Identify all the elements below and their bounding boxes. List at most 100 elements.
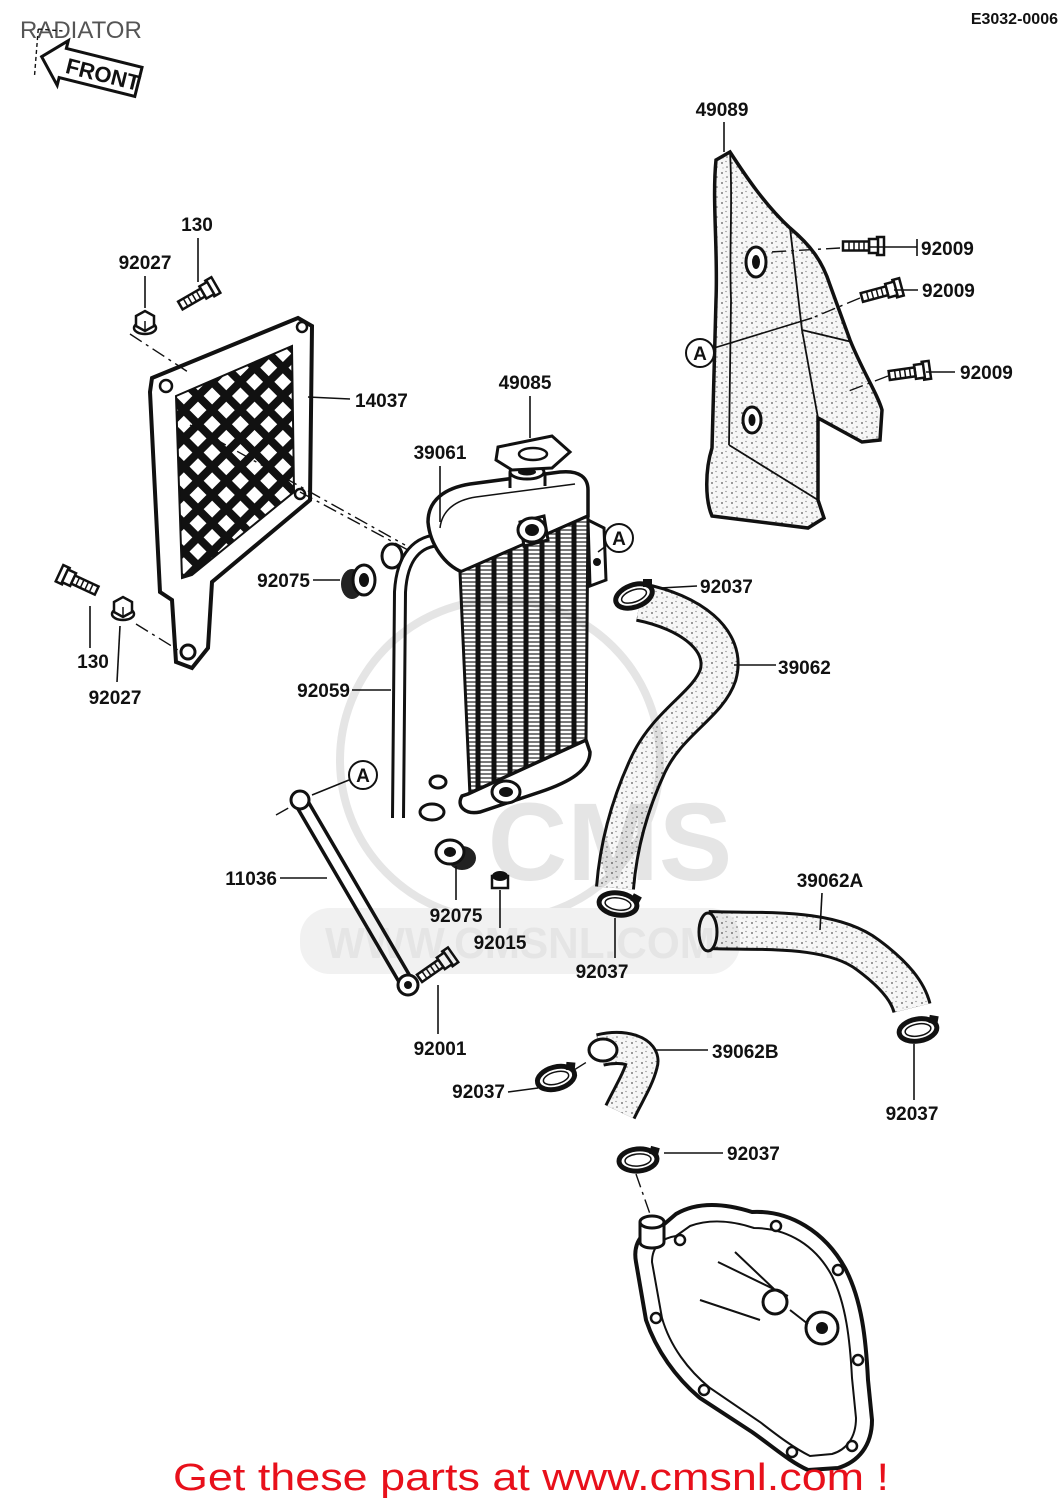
shroud-hole-upper-inner: [752, 255, 760, 269]
reference-circle: [685, 338, 715, 368]
cap-seal: [494, 434, 573, 472]
label-clamp-hose-b: 92037: [452, 1082, 505, 1103]
reference-mark-a-radiator: A: [597, 523, 634, 553]
shroud-bolt-1: [841, 235, 886, 257]
watermark-url-band: [300, 908, 740, 974]
label-rubber-mount-upper: 92075: [257, 571, 310, 592]
label-hose-a: 39062A: [797, 871, 864, 892]
shroud-bolt-guide-2: [811, 297, 861, 319]
hose-upper-surface: [598, 585, 737, 890]
leader-clamp-hose-b: [507, 1087, 539, 1093]
radiator-upper-outlet-bore: [525, 524, 539, 536]
pump-bolt-hole: [769, 1219, 783, 1233]
watermark: CMS WWW.CMSNL.COM: [300, 596, 740, 974]
grille-guide-bottom: [135, 623, 179, 651]
radiator-grille: [147, 315, 315, 671]
hose-b-surface: [596, 1033, 657, 1119]
hose-b-opening: [587, 1037, 619, 1063]
grille-nut-top: [132, 309, 158, 336]
rubber-mount-lower-bore: [444, 847, 456, 857]
radiator-grommet-ring: [380, 542, 404, 570]
pump-clamp-guide: [635, 1173, 651, 1215]
label-radiator: 39061: [414, 443, 467, 464]
radiator-hose-upper: [595, 582, 740, 890]
leader-hose-a: [819, 892, 823, 931]
grille-mesh: [174, 344, 296, 580]
reference-circle: [604, 523, 634, 553]
stay-hole-top: [289, 789, 311, 811]
grille-bolt-top: [174, 275, 222, 315]
leader-clamp-upper: [659, 585, 698, 589]
shroud-bolt-guide-1: [769, 247, 841, 253]
label-clamp-upper: 92037: [700, 577, 753, 598]
leader-nut-bottom: [116, 625, 121, 683]
radiator-mount-loop-upper: [428, 774, 448, 790]
leader-grille: [307, 396, 351, 400]
grille-nut-bottom: [110, 595, 136, 622]
reference-line: [713, 317, 813, 349]
radiator-hose-b: [587, 1030, 660, 1120]
rubber-mount-upper: [341, 563, 377, 599]
reference-letter: A: [693, 344, 707, 365]
reference-circle: [348, 760, 378, 790]
radiator-lower-outlet-bore: [499, 787, 513, 797]
radiator-top-tank-contour: [439, 483, 576, 529]
label-clamp-pump: 92037: [727, 1144, 780, 1165]
radiator-core: [380, 463, 608, 822]
pump-boss-right-bore: [816, 1322, 828, 1334]
label-nut-top: 92027: [119, 253, 172, 274]
pump-cover-ribs: [699, 1251, 809, 1325]
radiator-side-tab: [586, 517, 608, 589]
front-arrow-shape: [39, 37, 144, 99]
radiator-tubes: [475, 522, 577, 792]
label-bolt-bottom: 130: [77, 652, 109, 673]
front-arrow-guide: [33, 28, 63, 78]
label-overflow-pipe: 92059: [297, 681, 350, 702]
label-grille: 14037: [355, 391, 408, 412]
reference-mark-a-shroud: A: [685, 317, 813, 368]
label-shroud-bolt-1: 92009: [921, 239, 974, 260]
pump-outlet-opening: [638, 1214, 666, 1230]
shroud-bolt-3: [886, 359, 933, 386]
grille-mount-hole-top: [158, 378, 174, 394]
footer-promo: Get these parts at www.cmsnl.com !: [173, 1457, 889, 1499]
collar-top: [492, 871, 508, 881]
collar: [490, 871, 510, 890]
label-shroud-bolt-3: 92009: [960, 363, 1013, 384]
radiator-side-tab-hole: [593, 558, 601, 566]
grille-guide-to-radiator-2: [299, 491, 409, 551]
pump-bolt-hole: [673, 1233, 687, 1247]
label-bolt-top: 130: [181, 215, 213, 236]
hose-clamp-a: [897, 1013, 942, 1044]
hose-clamp-b: [534, 1060, 580, 1094]
label-hose-upper: 39062: [778, 658, 831, 679]
hose-clamp-pump: [618, 1145, 662, 1172]
pump-bolt-hole: [831, 1263, 845, 1277]
grille-bolt-bottom: [54, 563, 102, 600]
shroud-bolt-2: [858, 276, 906, 308]
label-cap-seal: 49085: [499, 373, 552, 394]
label-nut-bottom: 92027: [89, 688, 142, 709]
stay-hole-bottom-bore: [404, 981, 412, 989]
rubber-mount-upper-bore: [359, 573, 369, 587]
watermark-url: WWW.CMSNL.COM: [325, 919, 715, 968]
pump-bolt-hole: [845, 1439, 859, 1453]
shroud-body: [705, 149, 884, 530]
shroud-bolt-guide-3: [845, 375, 889, 393]
diagram-title: RADIATOR: [20, 17, 142, 44]
label-shroud-bolt-2: 92009: [922, 281, 975, 302]
pump-bolt-hole: [649, 1311, 663, 1325]
label-clamp-hose-a: 92037: [886, 1104, 939, 1125]
shroud-hole-lower-inner: [748, 414, 756, 426]
reference-letter: A: [356, 766, 370, 787]
hose-b-guide: [573, 1059, 591, 1071]
pump-bolt-hole: [697, 1383, 711, 1397]
drawing-code: E3032-0006: [971, 11, 1058, 28]
watermark-logo: CMS: [488, 781, 732, 904]
cap-seal-hole: [517, 446, 549, 462]
rubber-mount-lower: [434, 838, 476, 870]
water-pump-cover: [633, 1203, 875, 1473]
label-stay: 11036: [225, 869, 277, 890]
grille-mount-hole-right: [295, 320, 309, 334]
